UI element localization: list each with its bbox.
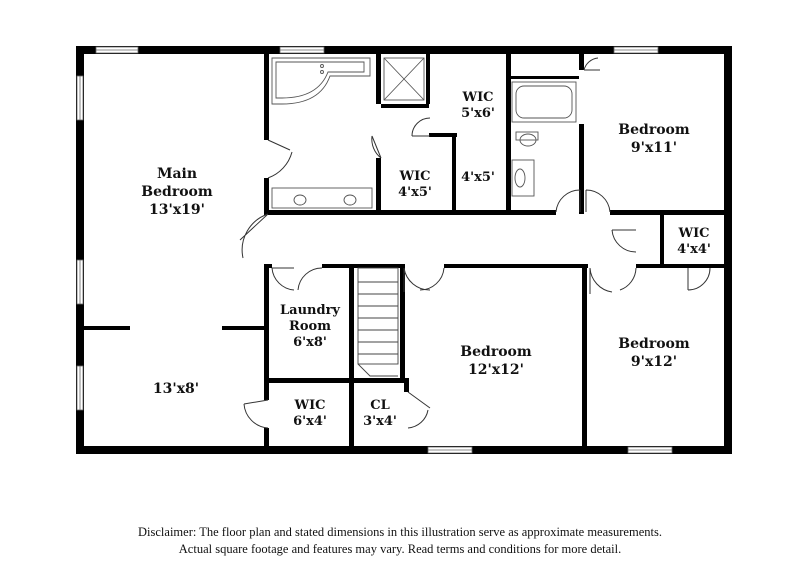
disclaimer: Disclaimer: The floor plan and stated di… [0,524,800,558]
bedroom-ne-name: Bedroom [618,122,690,138]
main-bedroom-dims: 13'x19' [149,202,205,218]
vanity [271,187,373,209]
wic-east-name: WIC [677,226,709,241]
laundry-name: Laundry [280,303,340,318]
main-bedroom-name2: Bedroom [141,184,213,200]
wic-south-name: WIC [293,398,325,413]
disclaimer-line-1: Disclaimer: The floor plan and stated di… [138,525,662,539]
bedroom-se-name: Bedroom [618,336,690,352]
bathtub [271,57,371,105]
wic-south-dims: 6'x4' [293,414,327,429]
bedroom-ne-dims: 9'x11' [631,140,677,156]
wic-center-dims: 4'x5' [398,185,432,200]
sink [511,159,535,197]
laundry-dims: 6'x8' [293,335,327,350]
doors [239,57,711,429]
bedroom-center-name: Bedroom [460,344,532,360]
closet-south-dims: 3'x4' [363,414,397,429]
wic-east-dims: 4'x4' [677,242,711,257]
windows [76,46,673,454]
wic-top-dims: 5'x6' [461,106,495,121]
closet-south-name: CL [370,398,390,413]
interior-walls [84,54,724,446]
wic-center-name: WIC [398,169,430,184]
main-bedroom-name: Main [157,166,197,182]
main-extension-dims: 13'x8' [153,381,199,397]
disclaimer-line-2: Actual square footage and features may v… [178,542,622,556]
laundry-name2: Room [289,319,331,334]
bathtub-hall [511,81,577,123]
stairs [357,267,399,377]
closet-4x5-dims: 4'x5' [461,170,495,185]
fixtures [271,57,577,209]
bedroom-se-dims: 9'x12' [631,354,677,370]
wic-top-name: WIC [461,90,493,105]
bedroom-center-dims: 12'x12' [468,362,524,378]
exterior-walls [76,46,732,454]
floor-plan: Main Bedroom 13'x19' 13'x8' WIC 4'x5' WI… [76,46,732,454]
shower [383,57,425,101]
